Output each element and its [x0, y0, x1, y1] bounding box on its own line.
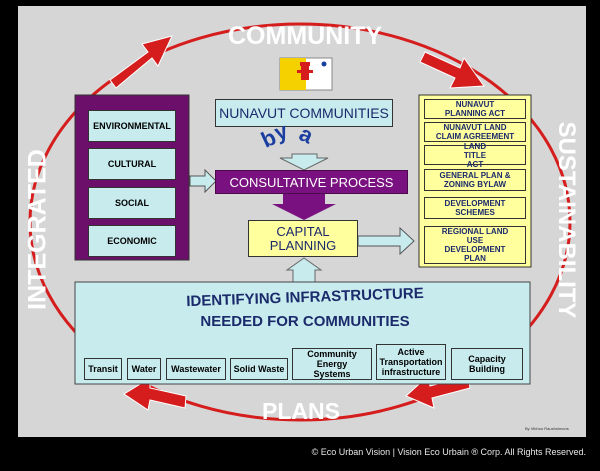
- infra-item-water: Water: [127, 358, 161, 380]
- right-item-land-title: LAND TITLE ACT: [424, 142, 526, 169]
- arrow-down-communities: [279, 153, 329, 171]
- label-integrated: INTEGRATED: [23, 149, 52, 310]
- consultative-process-box: CONSULTATIVE PROCESS: [215, 170, 408, 194]
- cycle-arrow-bottom-left: [123, 377, 187, 411]
- copyright-footer: © Eco Urban Vision | Vision Eco Urbain ®…: [0, 447, 600, 457]
- infra-item-wastewater: Wastewater: [166, 358, 226, 380]
- infra-item-energy: Community Energy Systems: [292, 348, 372, 380]
- cycle-ring: [28, 22, 572, 422]
- infra-item-transit: Transit: [84, 358, 122, 380]
- credit-text: By Vibhoo Raushnimons: [525, 426, 569, 431]
- left-item-environmental: ENVIRONMENTAL: [88, 110, 176, 142]
- cycle-arrow-top-left: [109, 35, 173, 89]
- by-a-letter-a: a: [295, 120, 318, 149]
- label-sustainability: SUSTAINABILITY: [553, 121, 580, 319]
- infra-item-solid-waste: Solid Waste: [230, 358, 288, 380]
- left-item-cultural: CULTURAL: [88, 148, 176, 180]
- capital-planning-box: CAPITAL PLANNING: [248, 220, 358, 257]
- copyright-text: © Eco Urban Vision | Vision Eco Urbain ®…: [311, 447, 586, 457]
- right-item-development: DEVELOPMENT SCHEMES: [424, 197, 526, 219]
- infra-item-active-transport: Active Transportation infrastructure: [376, 344, 446, 380]
- infrastructure-title-line2: NEEDED FOR COMMUNITIES: [200, 313, 410, 330]
- infra-item-capacity: Capacity Building: [451, 348, 523, 380]
- arrow-up-infra: [285, 257, 323, 283]
- left-item-economic: ECONOMIC: [88, 225, 176, 257]
- right-item-general-plan: GENERAL PLAN & ZONING BYLAW: [424, 169, 526, 191]
- label-community: COMMUNITY: [228, 22, 383, 50]
- right-item-land-claim: NUNAVUT LAND CLAIM AGREEMENT: [424, 122, 526, 142]
- nunavut-communities-box: NUNAVUT COMMUNITIES: [215, 99, 393, 127]
- nunavut-flag-icon: [279, 57, 333, 91]
- arrow-capital-to-right: [357, 226, 415, 256]
- arrow-left-to-consultative: [189, 168, 217, 194]
- left-item-social: SOCIAL: [88, 187, 176, 219]
- label-plans: PLANS: [262, 398, 340, 424]
- right-item-planning-act: NUNAVUT PLANNING ACT: [424, 99, 526, 119]
- arrow-down-consultative: [272, 193, 336, 220]
- by-a-label: b y a: [257, 118, 332, 156]
- right-item-regional: REGIONAL LAND USE DEVELOPMENT PLAN: [424, 226, 526, 264]
- cycle-arrow-top-right: [419, 51, 485, 89]
